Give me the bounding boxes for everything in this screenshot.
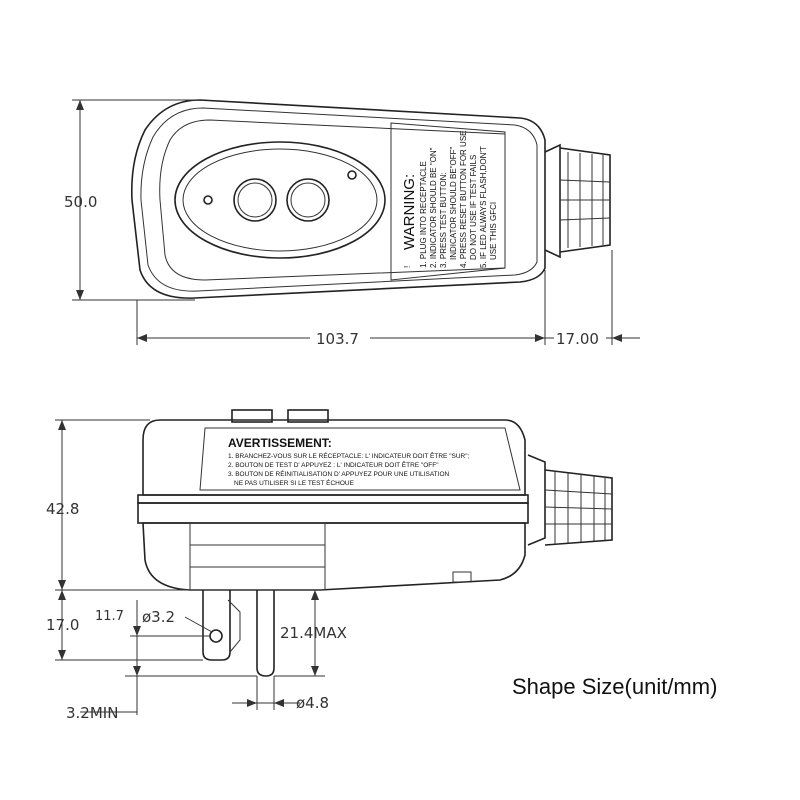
avertissement-line-3: 3. BOUTON DE RÉINITIALISATION D' APPUYEZ…: [228, 469, 450, 478]
dimension-height-top: 50.0: [64, 193, 97, 211]
dimension-prong-max: 21.4MAX: [280, 624, 347, 642]
side-view: AVERTISSEMENT: 1. BRANCHEZ-VOUS SUR LE R…: [46, 409, 613, 722]
dimension-cord: 17.00: [556, 330, 599, 348]
warning-line-3: 3. PRESS TEST BUTTON:: [439, 172, 448, 268]
avertissement-line-2: 2. BOUTON DE TEST D' APPUYEZ : L' INDICA…: [228, 460, 439, 469]
avertissement-line-1: 1. BRANCHEZ-VOUS SUR LE RÉCEPTACLE: L' I…: [228, 451, 470, 460]
dimension-plug-height: 17.0: [46, 616, 79, 634]
cord-strain-relief: [559, 147, 611, 253]
warning-line-5: 4. PRESS RESET BUTTON FOR USE: [459, 130, 468, 268]
warning-line-4: INDICATOR SHOULD BE"OFF": [449, 146, 458, 260]
dimension-prong-min: 3.2MIN: [66, 704, 118, 722]
avertissement-line-4: NE PAS UTILISER SI LE TEST ÉCHOUE: [234, 478, 355, 487]
dimension-prong-offset: 11.7: [95, 609, 124, 624]
avertissement-title: AVERTISSEMENT:: [228, 436, 332, 450]
avertissement-label: AVERTISSEMENT: 1. BRANCHEZ-VOUS SUR LE R…: [228, 436, 470, 487]
top-view: WARNING: ! 1. PLUG INTO RECEPTACLE 2. IN…: [64, 99, 640, 348]
warning-label: WARNING: ! 1. PLUG INTO RECEPTACLE 2. IN…: [401, 130, 498, 268]
side-cord-strain-relief: [544, 469, 613, 546]
dimension-hole-diameter: ø3.2: [142, 608, 175, 626]
shape-size-caption: Shape Size(unit/mm): [512, 674, 717, 699]
dimension-length: 103.7: [316, 330, 359, 348]
dimension-prong-diameter: ø4.8: [296, 694, 329, 712]
dimension-height-side: 42.8: [46, 500, 79, 518]
warning-line-8: USE THIS GFCI: [489, 202, 498, 260]
warning-line-1: 1. PLUG INTO RECEPTACLE: [419, 161, 428, 268]
warning-line-6: DO NOT USE IF TEST FAILS: [469, 155, 478, 260]
warning-line-2: 2. INDICATOR SHOULD BE "ON": [429, 147, 438, 268]
warning-line-7: 5. IF LED ALWAYS FLASH,DON'T: [479, 146, 488, 268]
warning-title: WARNING:: [401, 174, 418, 250]
warning-mark: !: [403, 266, 412, 268]
